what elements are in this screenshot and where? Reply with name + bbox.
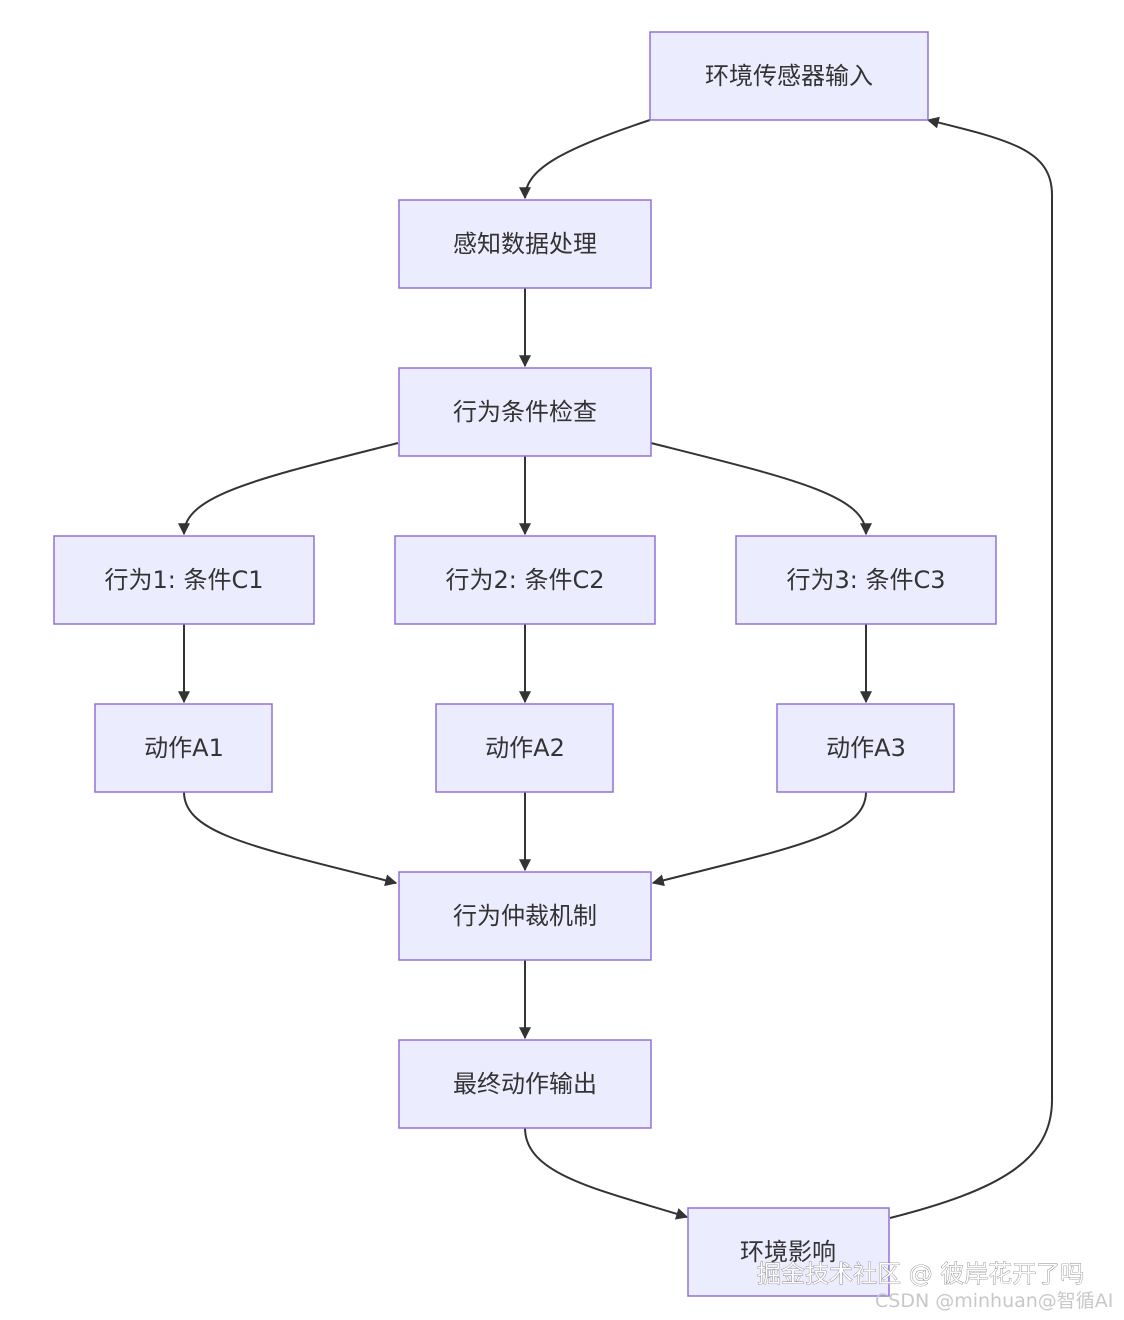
edge-sensor-to-perception <box>519 119 651 200</box>
node-env-influence[interactable]: 环境影响 <box>687 1207 890 1297</box>
edge-a1-to-arbitration <box>183 791 398 887</box>
watermark-juejin: 掘金技术社区 @ 彼岸花开了吗 <box>757 1260 1084 1288</box>
node-label: 环境影响 <box>740 1238 836 1266</box>
edge-check-to-behavior1 <box>178 442 399 536</box>
node-label: 动作A1 <box>144 734 224 762</box>
node-label: 行为仲裁机制 <box>453 902 597 930</box>
node-action-a3[interactable]: 动作A3 <box>776 703 955 793</box>
node-env-sensor-input[interactable]: 环境传感器输入 <box>649 31 929 121</box>
node-perception-processing[interactable]: 感知数据处理 <box>398 199 652 289</box>
node-label: 动作A3 <box>826 734 906 762</box>
node-action-a2[interactable]: 动作A2 <box>435 703 614 793</box>
node-behavior3[interactable]: 行为3: 条件C3 <box>735 535 997 625</box>
node-behavior-condition-check[interactable]: 行为条件检查 <box>398 367 652 457</box>
node-label: 环境传感器输入 <box>705 62 873 90</box>
node-label: 行为3: 条件C3 <box>786 566 945 594</box>
node-label: 感知数据处理 <box>453 230 597 258</box>
node-behavior-arbitration[interactable]: 行为仲裁机制 <box>398 871 652 961</box>
node-behavior1[interactable]: 行为1: 条件C1 <box>53 535 315 625</box>
node-action-a1[interactable]: 动作A1 <box>94 703 273 793</box>
node-label: 行为2: 条件C2 <box>445 566 604 594</box>
node-label: 行为条件检查 <box>453 398 597 426</box>
node-label: 动作A2 <box>485 734 565 762</box>
watermark-csdn: CSDN @minhuan@智循AI <box>875 1290 1113 1312</box>
edge-env-influence-to-sensor <box>889 116 1053 1219</box>
node-final-action-output[interactable]: 最终动作输出 <box>398 1039 652 1129</box>
edge-a3-to-arbitration <box>651 791 867 887</box>
node-label: 行为1: 条件C1 <box>104 566 263 594</box>
node-behavior2[interactable]: 行为2: 条件C2 <box>394 535 656 625</box>
node-label: 最终动作输出 <box>453 1070 597 1098</box>
edges <box>178 116 1053 1220</box>
edge-final-to-env-influence <box>524 1127 689 1220</box>
edge-check-to-behavior3 <box>650 442 872 536</box>
